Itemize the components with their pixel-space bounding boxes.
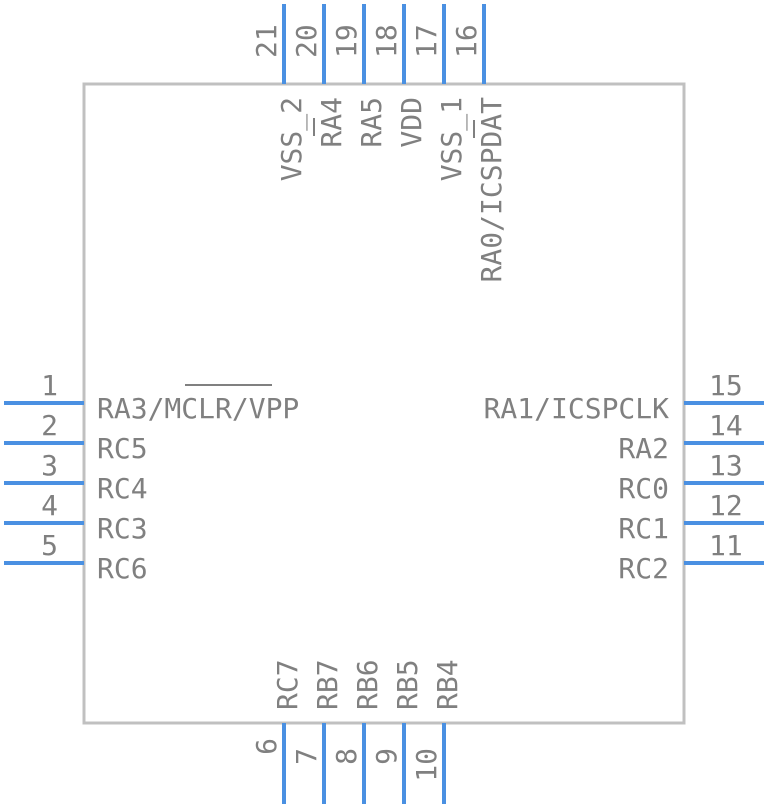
pin-18-label: VDD bbox=[395, 97, 428, 148]
pin-4-number: 4 bbox=[41, 489, 58, 522]
pin-20-label: RA4 bbox=[315, 97, 348, 148]
pin-20-number: 20 bbox=[290, 24, 323, 58]
pin-8-number: 8 bbox=[330, 748, 363, 765]
pin-5-number: 5 bbox=[41, 529, 58, 562]
pin-7-number: 7 bbox=[290, 748, 323, 765]
pin-2-number: 2 bbox=[41, 409, 58, 442]
pin-1-label: RA3/MCLR/VPP bbox=[97, 392, 299, 425]
pin-10-label: RB4 bbox=[431, 659, 464, 710]
pin-18-number: 18 bbox=[370, 24, 403, 58]
pin-12-number: 12 bbox=[709, 489, 743, 522]
pin-2-label: RC5 bbox=[97, 432, 148, 465]
pin-17-label: VSS_1 bbox=[435, 97, 469, 181]
pin-15-label: RA1/ICSPCLK bbox=[484, 392, 670, 425]
pin-7-label: RB7 bbox=[311, 659, 344, 710]
pin-6-number: 6 bbox=[250, 738, 283, 755]
top-pins: 21 20 19 18 17 16 VSS_2 RA4 RA5 VDD VSS_… bbox=[250, 4, 508, 282]
bottom-pins: 6 7 8 9 10 RC7 RB7 RB6 RB5 RB4 bbox=[250, 659, 464, 804]
pin-3-number: 3 bbox=[41, 449, 58, 482]
pin-13-number: 13 bbox=[709, 449, 743, 482]
pin-11-number: 11 bbox=[709, 529, 743, 562]
pin-11-label: RC2 bbox=[618, 552, 669, 585]
pin-14-label: RA2 bbox=[618, 432, 669, 465]
left-pins: 1 2 3 4 5 RA3/MCLR/VPP RC5 RC4 RC3 RC6 bbox=[4, 369, 299, 585]
pin-9-number: 9 bbox=[370, 748, 403, 765]
pin-17-number: 17 bbox=[410, 24, 443, 58]
pin-16-label: RA0/ICSPDAT bbox=[475, 97, 508, 283]
pin-6-label: RC7 bbox=[271, 659, 304, 710]
pin-14-number: 14 bbox=[709, 409, 743, 442]
pin-13-label: RC0 bbox=[618, 472, 669, 505]
pin-19-label: RA5 bbox=[355, 97, 388, 148]
pin-1-number: 1 bbox=[41, 369, 58, 402]
pin-9-label: RB5 bbox=[391, 659, 424, 710]
pin-3-label: RC4 bbox=[97, 472, 148, 505]
right-pins: 15 14 13 12 11 RA1/ICSPCLK RA2 RC0 RC1 R… bbox=[484, 369, 764, 585]
pin-15-number: 15 bbox=[709, 369, 743, 402]
pin-8-label: RB6 bbox=[351, 659, 384, 710]
pin-10-number: 10 bbox=[410, 748, 443, 782]
pin-16-number: 16 bbox=[450, 24, 483, 58]
pin-5-label: RC6 bbox=[97, 552, 148, 585]
pin-19-number: 19 bbox=[330, 24, 363, 58]
pin-21-number: 21 bbox=[250, 24, 283, 58]
pin-4-label: RC3 bbox=[97, 512, 148, 545]
pin-21-label: VSS_2 bbox=[275, 97, 309, 181]
pin-12-label: RC1 bbox=[618, 512, 669, 545]
ic-body bbox=[82, 82, 686, 725]
